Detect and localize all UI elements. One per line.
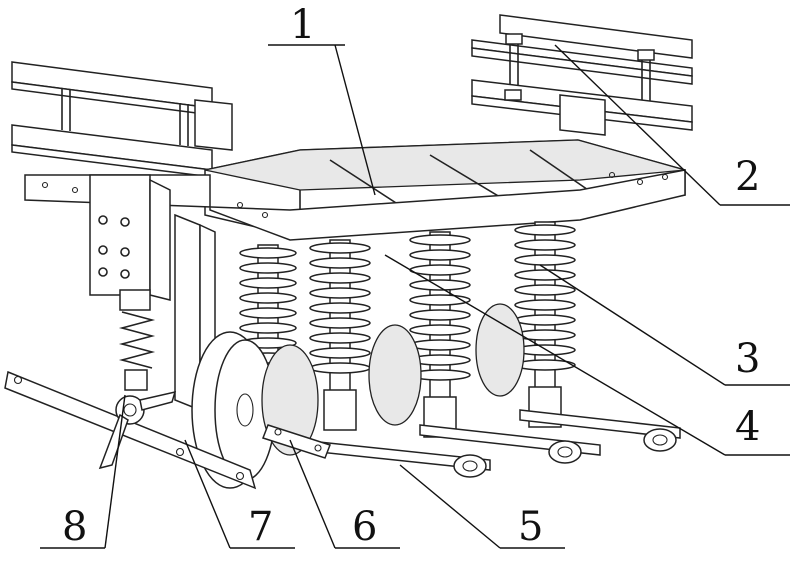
- callout-2: 2: [735, 154, 760, 200]
- linkage-rods: [300, 410, 680, 477]
- insulator: [410, 232, 470, 437]
- compression-spring: [120, 290, 152, 390]
- callout-3: 3: [735, 336, 760, 382]
- callout-4: 4: [735, 404, 760, 450]
- left-mounting-bracket: [12, 62, 232, 177]
- insulator: [310, 240, 370, 430]
- callout-5: 5: [518, 504, 543, 550]
- callout-6: 6: [352, 504, 377, 550]
- callout-1: 1: [290, 2, 315, 48]
- right-mounting-bracket: [472, 15, 692, 135]
- insulator: [515, 222, 575, 427]
- callout-7: 7: [248, 504, 273, 550]
- callout-8: 8: [62, 504, 87, 550]
